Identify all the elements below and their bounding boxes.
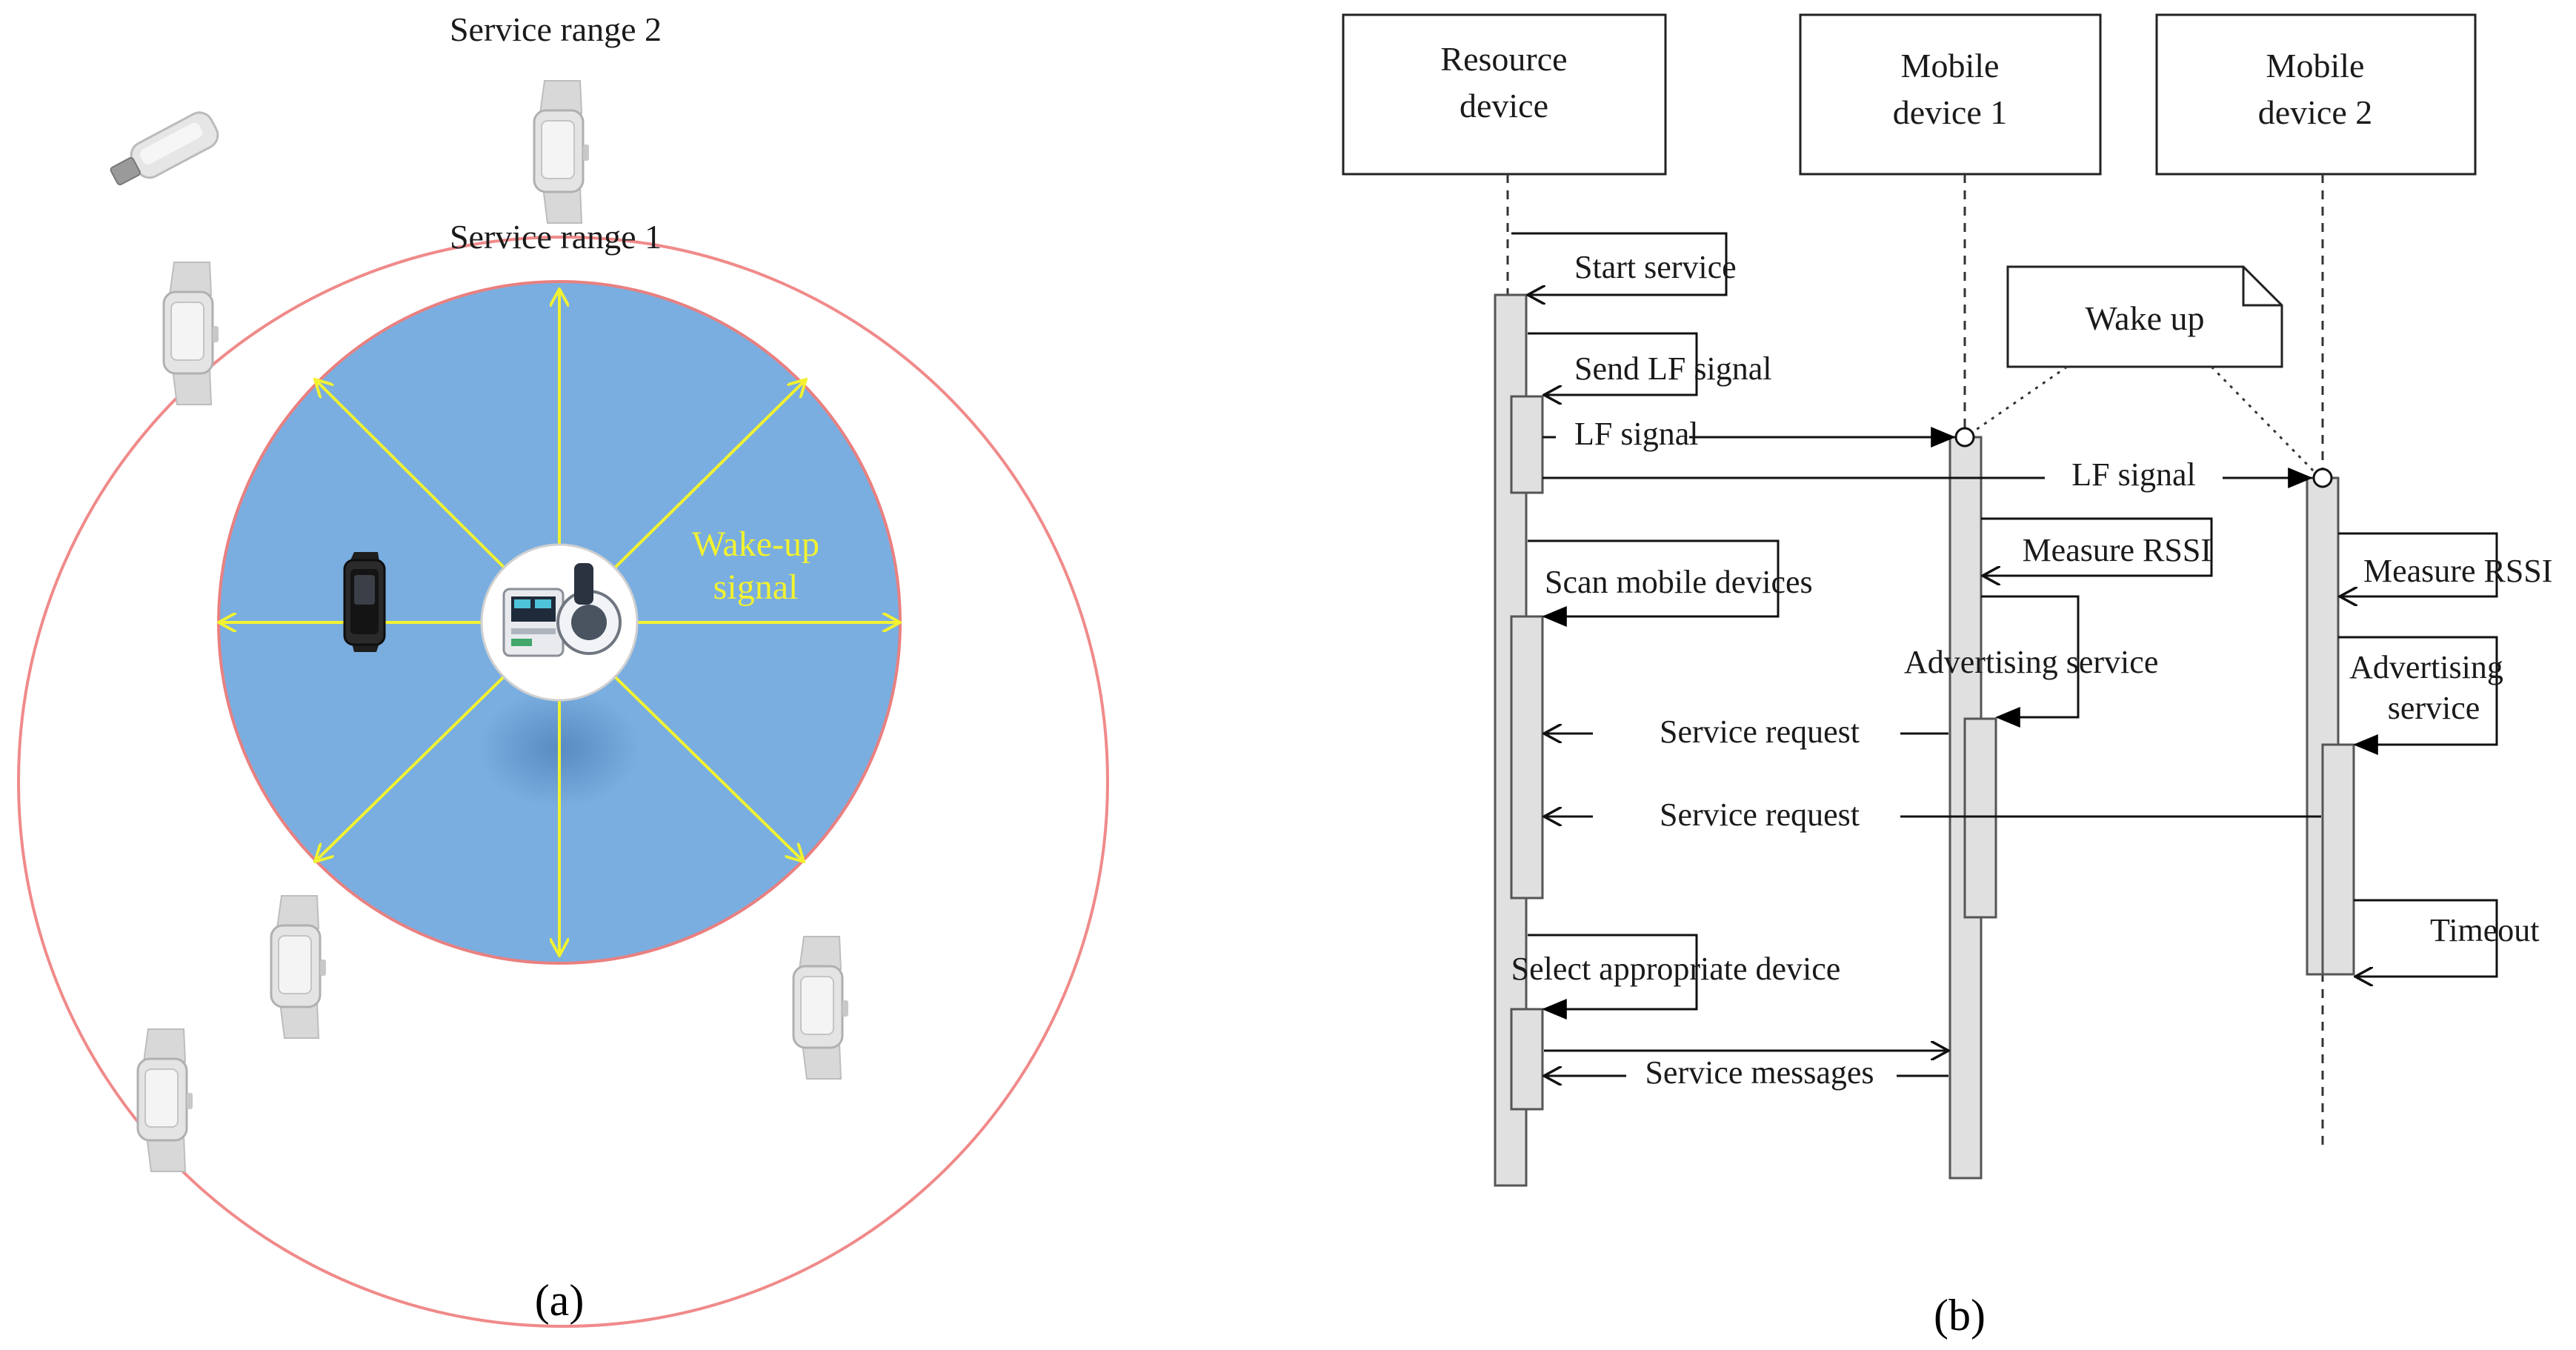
wakeup-point [1954, 427, 1975, 448]
activation-resource-select [1510, 1008, 1544, 1111]
panel-b: Resource device Mobile device 1 Mobile d… [1342, 13, 2552, 1340]
msg-scan-mobile-devices: Scan mobile devices [1528, 539, 1813, 627]
svg-text:service: service [2388, 690, 2480, 726]
caption-b: (b) [1934, 1291, 1986, 1340]
svg-text:Scan mobile devices: Scan mobile devices [1545, 564, 1813, 600]
participant-label: device [1460, 87, 1548, 124]
svg-text:Start service: Start service [1574, 249, 1737, 285]
msg-lf-signal-2: LF signal [1542, 456, 2313, 493]
service-range-2-label: Service range 2 [450, 10, 662, 48]
svg-text:Service messages: Service messages [1645, 1054, 1874, 1091]
svg-text:Timeout: Timeout [2430, 912, 2540, 948]
wakeup-signal-label-2: signal [713, 568, 799, 607]
smartwatch-icon [343, 552, 386, 652]
msg-service-request-2: Service request [1544, 797, 2321, 833]
msg-measure-rssi-1: Measure RSSI [1981, 517, 2213, 576]
svg-text:Select appropriate device: Select appropriate device [1511, 951, 1841, 987]
wakeup-note-label: Wake up [2085, 299, 2204, 337]
svg-text:LF signal: LF signal [2071, 456, 2195, 493]
msg-send-lf-signal: Send LF signal [1528, 332, 1771, 395]
smartwatch-faded-icon [136, 1028, 194, 1173]
msg-timeout: Timeout [2354, 899, 2540, 977]
activation-resource-lf [1510, 395, 1544, 494]
note-connector [2210, 365, 2317, 474]
msg-measure-rssi-2: Measure RSSI [2338, 532, 2552, 596]
participant-mobile-device-2 [2155, 13, 2477, 176]
msg-lf-signal-1: LF signal [1542, 416, 1956, 452]
activation-mobile-2-adv [2321, 743, 2355, 976]
svg-text:Send LF signal: Send LF signal [1574, 350, 1771, 387]
note-fold [2242, 267, 2282, 307]
msg-service-messages: Service messages [1544, 1051, 1948, 1100]
participant-label: device 2 [2258, 93, 2373, 131]
wakeup-note [2006, 265, 2283, 368]
activation-resource-scan [1510, 615, 1544, 900]
participant-resource-device [1342, 13, 1667, 176]
smartwatch-faded-icon [162, 261, 220, 406]
blood-pressure-monitor-icon [480, 543, 639, 702]
msg-start-service: Start service [1511, 232, 1737, 295]
svg-text:Service request: Service request [1660, 714, 1860, 750]
usb-dongle-icon [110, 111, 219, 186]
activation-mobile-1-adv [1963, 717, 1997, 919]
participant-label: device 1 [1893, 93, 2008, 131]
panel-a: Service range 2 Service range 1 Wake-up … [17, 10, 1109, 1328]
svg-text:Measure RSSI: Measure RSSI [2363, 553, 2552, 589]
svg-text:Advertising service: Advertising service [1904, 644, 2158, 680]
smartwatch-faded-icon [533, 79, 590, 225]
msg-advertising-service-2: Advertising service [2338, 636, 2503, 755]
participant-mobile-device-1 [1799, 13, 2102, 176]
svg-text:Measure RSSI: Measure RSSI [2023, 532, 2211, 568]
msg-service-request-1: Service request [1544, 714, 1948, 750]
service-range-1-label: Service range 1 [450, 218, 662, 256]
svg-text:LF signal: LF signal [1574, 416, 1698, 452]
participant-label: Mobile [2266, 47, 2365, 84]
participant-label: Resource [1440, 40, 1567, 78]
participant-label: Mobile [1901, 47, 2000, 84]
wakeup-signal-label: Wake-up [692, 525, 819, 564]
caption-a: (a) [535, 1276, 585, 1325]
msg-select-appropriate-device: Select appropriate device [1511, 934, 1841, 1020]
note-connector [1970, 365, 2068, 435]
svg-text:Advertising: Advertising [2349, 649, 2503, 685]
msg-advertising-service-1: Advertising service [1904, 595, 2158, 728]
svg-text:Service request: Service request [1660, 797, 1860, 833]
wakeup-point [2312, 468, 2333, 488]
